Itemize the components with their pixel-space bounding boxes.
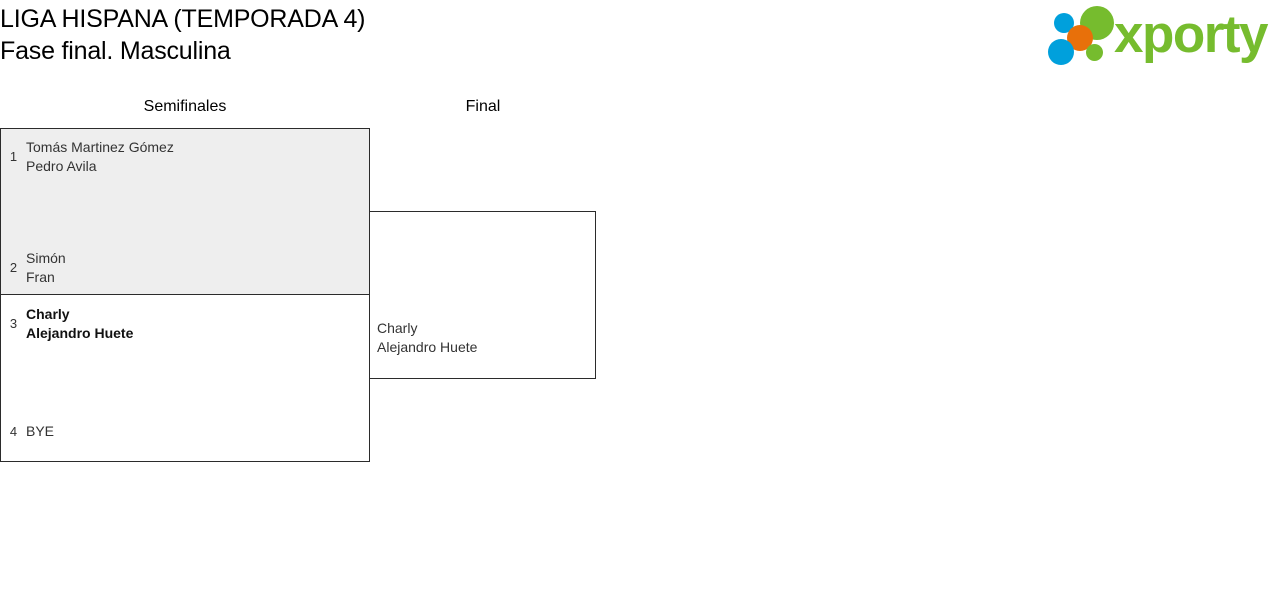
competitor-name-line: Alejandro Huete xyxy=(26,325,134,341)
tournament-name: LIGA HISPANA (TEMPORADA 4) xyxy=(0,5,366,33)
final-competitor-names: Charly Alejandro Huete xyxy=(377,319,591,357)
logo-dot-blue-large-icon xyxy=(1048,39,1074,65)
seed-number: 4 xyxy=(9,423,18,439)
seed-number: 3 xyxy=(9,316,18,331)
seed-number: 1 xyxy=(9,149,18,164)
match-final[interactable]: Charly Alejandro Huete xyxy=(369,211,596,379)
round-header-final: Final xyxy=(465,98,501,115)
competitor-name-line: Tomás Martinez Gómez xyxy=(26,139,174,155)
match-semifinal-1[interactable]: 1 Tomás Martinez Gómez Pedro Avila 2 Sim… xyxy=(0,128,370,295)
competitor-name-line: Charly xyxy=(377,320,418,336)
xporty-logo[interactable]: xporty xyxy=(1048,4,1276,68)
competitor-name-line: Fran xyxy=(26,269,55,285)
competitor-name-line: Charly xyxy=(26,306,70,322)
match-slot-seed-2[interactable]: 2 Simón Fran xyxy=(1,249,369,287)
match-slot-seed-1[interactable]: 1 Tomás Martinez Gómez Pedro Avila xyxy=(1,138,369,176)
competitor-names: Tomás Martinez Gómez Pedro Avila xyxy=(26,138,369,176)
round-header-semifinales: Semifinales xyxy=(143,98,227,115)
competitor-names: BYE xyxy=(26,422,369,441)
match-slot-seed-3[interactable]: 3 Charly Alejandro Huete xyxy=(1,305,369,343)
page-title: LIGA HISPANA (TEMPORADA 4) Fase final. M… xyxy=(0,3,800,67)
competitor-name-line: BYE xyxy=(26,423,55,439)
logo-dots-cluster xyxy=(1048,6,1114,66)
competitor-name-line: Alejandro Huete xyxy=(377,339,478,355)
seed-number: 2 xyxy=(9,260,18,275)
logo-wordmark: xporty xyxy=(1114,5,1268,64)
match-semifinal-2[interactable]: 3 Charly Alejandro Huete 4 BYE xyxy=(0,294,370,462)
competitor-names: Simón Fran xyxy=(26,249,369,287)
competitor-name-line: Simón xyxy=(26,250,66,266)
logo-dot-blue-small-icon xyxy=(1054,13,1074,33)
competitor-names: Charly Alejandro Huete xyxy=(26,305,369,343)
match-slot-seed-4[interactable]: 4 BYE xyxy=(1,422,369,441)
logo-dot-green-small-icon xyxy=(1086,44,1103,61)
competitor-name-line: Pedro Avila xyxy=(26,158,97,174)
tournament-phase: Fase final. Masculina xyxy=(0,37,231,65)
